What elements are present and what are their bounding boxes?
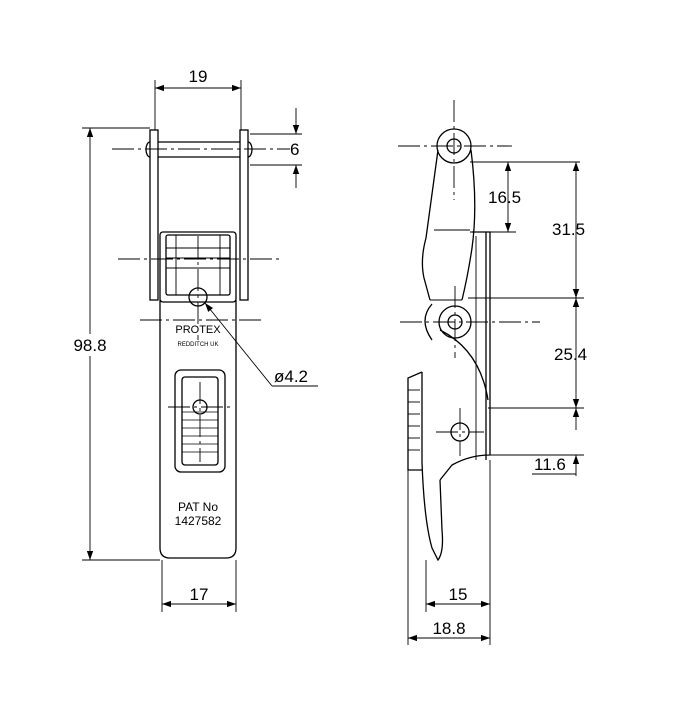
- dim-25-4: 25.4: [554, 345, 587, 364]
- dim-31-5: 31.5: [552, 220, 585, 239]
- brand-label: PROTEX: [175, 324, 221, 336]
- svg-text:17: 17: [190, 585, 209, 604]
- brand-sub-label: REDDITCH UK: [177, 342, 218, 348]
- dim-16-5: 16.5: [470, 161, 580, 233]
- side-pivot: [400, 286, 540, 358]
- dim-base-18-8: 18.8: [407, 470, 490, 645]
- svg-text:6: 6: [290, 140, 299, 159]
- svg-text:19: 19: [189, 67, 208, 86]
- svg-text:16.5: 16.5: [488, 188, 521, 207]
- side-base-plate: [439, 231, 491, 481]
- side-pin-eye: [398, 100, 512, 200]
- front-view: PROTEX REDDITCH UK PAT No 1427582 19 6 9…: [66, 67, 318, 612]
- side-view: 16.5 31.5 25.4 11.6 15 18.8: [398, 100, 587, 645]
- dim-top-width: 19: [154, 67, 242, 130]
- side-hook-right: [461, 149, 476, 301]
- patent-number: 1427582: [175, 514, 222, 528]
- side-hook-left: [421, 149, 439, 301]
- side-lower-pivot: [436, 408, 484, 456]
- dim-11-6: 11.6: [534, 455, 566, 474]
- dim-right-chain: 31.5 25.4 11.6: [468, 162, 587, 476]
- dim-pin-height: 6: [250, 108, 302, 188]
- svg-text:ø4.2: ø4.2: [274, 367, 308, 386]
- svg-text:98.8: 98.8: [73, 336, 106, 355]
- svg-text:15: 15: [449, 585, 468, 604]
- front-lever: [159, 300, 237, 559]
- dim-bottom-width: 17: [161, 560, 237, 612]
- dim-base-15: 15: [425, 460, 491, 645]
- patent-label: PAT No: [178, 500, 218, 514]
- dim-hole-diameter: ø4.2: [204, 302, 318, 387]
- front-pin: [112, 129, 290, 301]
- front-pivot-hole: [188, 287, 208, 307]
- side-lever: [407, 329, 489, 562]
- dim-total-height: 98.8: [66, 127, 160, 561]
- front-slot: [174, 369, 226, 473]
- svg-text:18.8: 18.8: [432, 619, 465, 638]
